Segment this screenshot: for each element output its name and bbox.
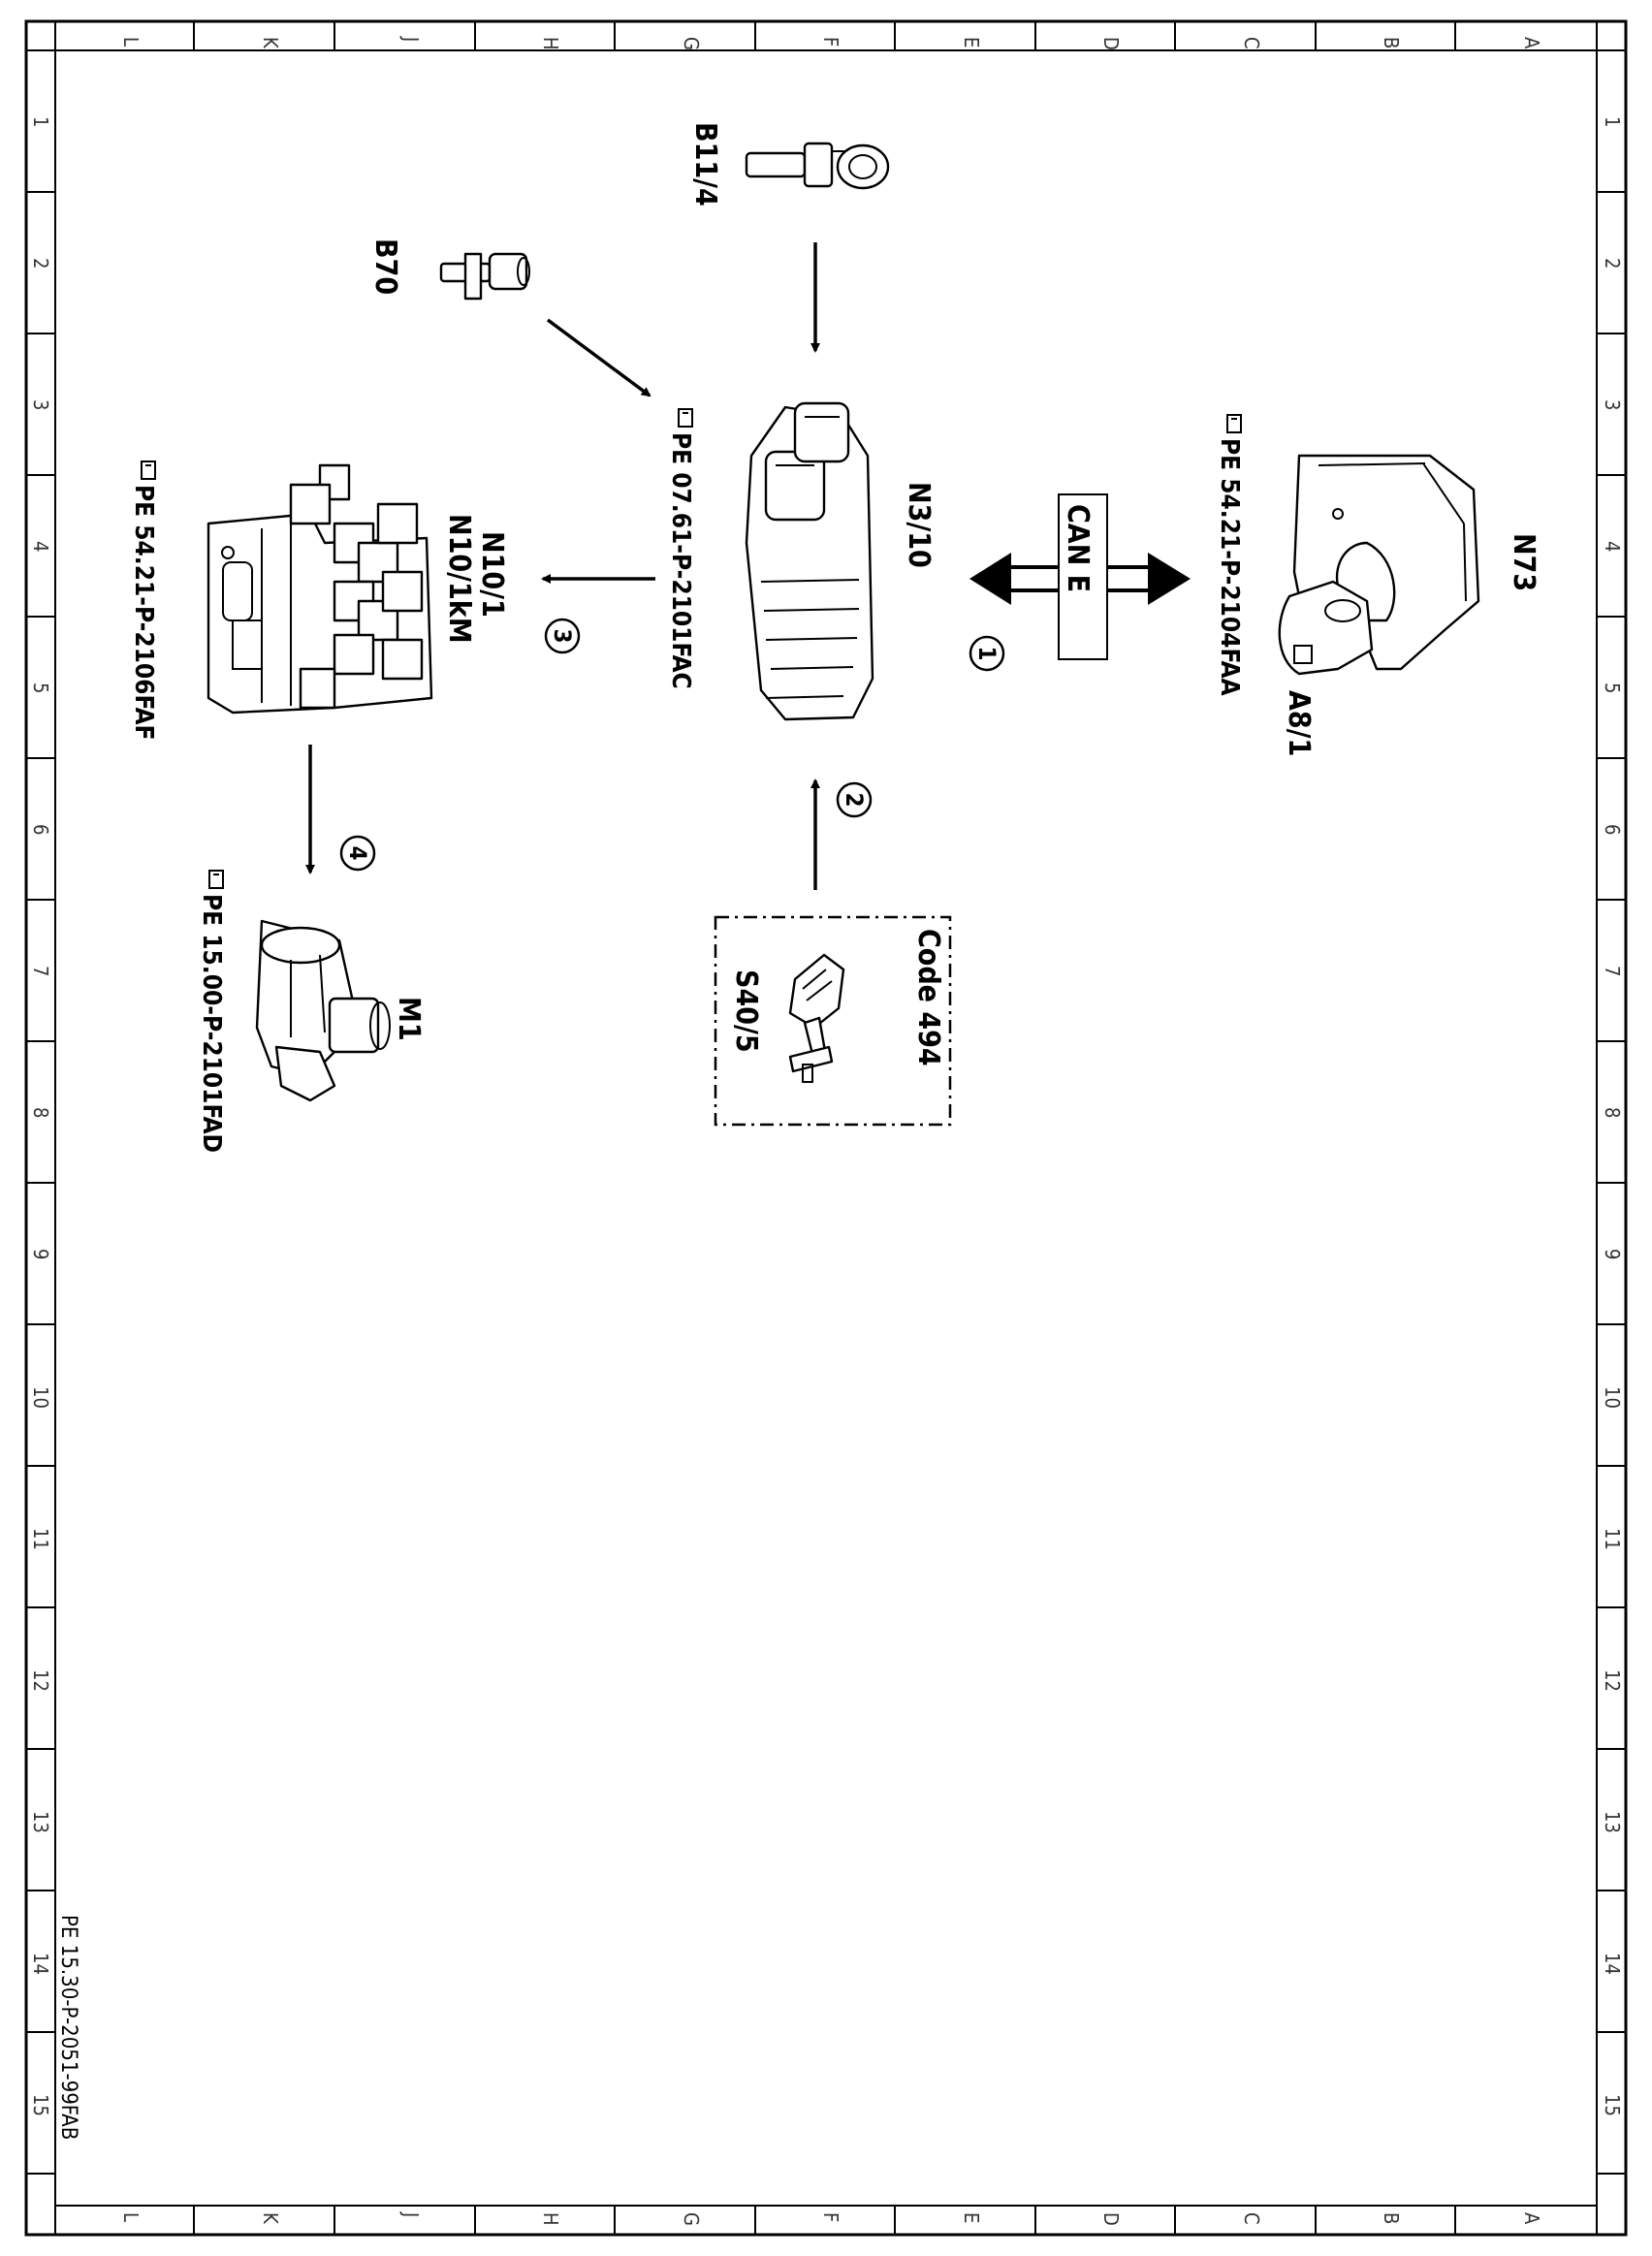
grid-number-left: 10 [29, 1386, 52, 1409]
grid-number-left: 4 [29, 541, 52, 552]
s40-5-label: S40/5 [729, 969, 763, 1053]
grid-letter-bottom: G [680, 2212, 703, 2226]
grid-number-left: 15 [29, 2094, 52, 2116]
ecu-ref-text: PE 07.61-P-2101FAC [666, 432, 695, 689]
grid-number-right: 11 [1601, 1528, 1624, 1550]
grid-letter-bottom: L [119, 2212, 143, 2222]
a8-1-label: A8/1 [1282, 690, 1316, 756]
step-1-marker: 1 [969, 635, 1005, 672]
grid-letter-top: A [1520, 37, 1543, 49]
document-id: PE 15.30-P-2051-99FAB [56, 1915, 80, 2140]
step-4-marker: 4 [339, 835, 376, 872]
s40-5-switch-icon [788, 953, 845, 1083]
grid-letter-top: C [1240, 37, 1263, 49]
step-2-number: 2 [841, 792, 868, 807]
step-2-marker: 2 [836, 781, 873, 818]
starter-doc-reference: PE 15.00-P-2101FAD [197, 870, 226, 1153]
code-494-dashed-box [714, 915, 952, 1127]
grid-number-left: 1 [29, 116, 52, 127]
ecu-doc-reference: PE 07.61-P-2101FAC [666, 408, 695, 689]
grid-number-right: 10 [1601, 1386, 1624, 1409]
grid-letter-bottom: K [259, 2212, 282, 2225]
grid-letter-top: B [1380, 37, 1403, 48]
grid-numbers-left: 1 2 3 4 5 6 7 8 9 10 11 12 13 14 15 [29, 116, 52, 2116]
grid-letter-top: J [399, 36, 423, 42]
ignition-doc-reference: PE 54.21-P-2104FAA [1215, 414, 1244, 696]
can-e-label-box: CAN E [1058, 493, 1108, 660]
grid-number-left: 7 [29, 966, 52, 976]
grid-number-right: 8 [1601, 1107, 1624, 1118]
ecu-n3-10-icon [745, 401, 874, 721]
b11-4-sensor-icon [745, 142, 890, 190]
can-e-label: CAN E [1061, 504, 1095, 592]
code-494-label: Code 494 [911, 929, 945, 1066]
ignition-ref-text: PE 54.21-P-2104FAA [1215, 438, 1244, 696]
n73-ignition-switch-icon [1278, 454, 1480, 676]
grid-number-left: 9 [29, 1249, 52, 1259]
grid-letter-bottom: F [819, 2212, 842, 2222]
n10-1-label: N10/1 [475, 531, 509, 618]
grid-numbers-right: 1 2 3 4 5 6 7 8 9 10 11 12 13 14 15 [1601, 116, 1624, 2116]
n3-10-label: N3/10 [902, 482, 936, 568]
b11-4-label: B11/4 [688, 122, 722, 207]
grid-letter-top: G [680, 37, 703, 50]
starter-ref-text: PE 15.00-P-2101FAD [197, 894, 226, 1153]
grid-number-right: 5 [1601, 683, 1624, 693]
grid-number-right: 1 [1601, 116, 1624, 127]
grid-number-right: 4 [1601, 541, 1624, 552]
grid-letter-bottom: B [1380, 2212, 1403, 2224]
step-3-number: 3 [549, 628, 576, 643]
m1-label: M1 [392, 997, 426, 1041]
grid-number-right: 15 [1601, 2094, 1624, 2116]
grid-letter-bottom: E [960, 2212, 983, 2223]
sam-ref-text: PE 54.21-P-2106FAF [129, 485, 158, 741]
grid-number-right: 3 [1601, 399, 1624, 410]
arrow-b70-to-ecu [546, 318, 651, 397]
step-4-number: 4 [344, 845, 371, 860]
grid-letter-bottom: D [1099, 2212, 1123, 2226]
n10-1km-label: N10/1kM [442, 514, 476, 644]
grid-letter-top: K [259, 37, 282, 49]
n73-label: N73 [1507, 533, 1541, 591]
b70-label: B70 [368, 238, 402, 295]
grid-number-left: 8 [29, 1107, 52, 1118]
step-1-number: 1 [973, 646, 1001, 660]
grid-letter-bottom: H [539, 2212, 562, 2226]
grid-number-right: 9 [1601, 1249, 1624, 1259]
grid-letters-top: L K J H G F E D C B A [119, 36, 1543, 50]
grid-number-right: 7 [1601, 966, 1624, 976]
grid-number-right: 6 [1601, 824, 1624, 835]
b70-sensor-icon [439, 252, 530, 301]
grid-number-left: 12 [29, 1669, 52, 1692]
grid-letters-bottom: L K J H G F E D C B A [119, 2211, 1543, 2226]
grid-letter-top: H [539, 37, 562, 50]
grid-letter-bottom: C [1240, 2212, 1263, 2225]
grid-number-left: 13 [29, 1811, 52, 1833]
grid-letter-top: L [119, 37, 143, 47]
n10-1-sam-icon [206, 463, 433, 715]
m1-starter-motor-icon [255, 919, 391, 1102]
grid-number-left: 11 [29, 1528, 52, 1550]
grid-number-right: 14 [1601, 1953, 1624, 1975]
grid-letter-top: E [960, 37, 983, 48]
grid-number-left: 2 [29, 258, 52, 269]
step-3-marker: 3 [544, 618, 581, 654]
drawing-frame [24, 19, 1628, 2237]
grid-letter-bottom: A [1520, 2212, 1543, 2225]
sam-doc-reference: PE 54.21-P-2106FAF [129, 461, 158, 741]
grid-letter-top: D [1099, 37, 1123, 50]
grid-number-right: 12 [1601, 1669, 1624, 1692]
grid-number-left: 6 [29, 824, 52, 835]
grid-number-right: 2 [1601, 258, 1624, 269]
grid-number-right: 13 [1601, 1811, 1624, 1833]
grid-number-left: 5 [29, 683, 52, 693]
grid-letter-bottom: J [399, 2211, 423, 2217]
grid-number-left: 14 [29, 1953, 52, 1975]
grid-letter-top: F [819, 37, 842, 47]
grid-number-left: 3 [29, 399, 52, 410]
